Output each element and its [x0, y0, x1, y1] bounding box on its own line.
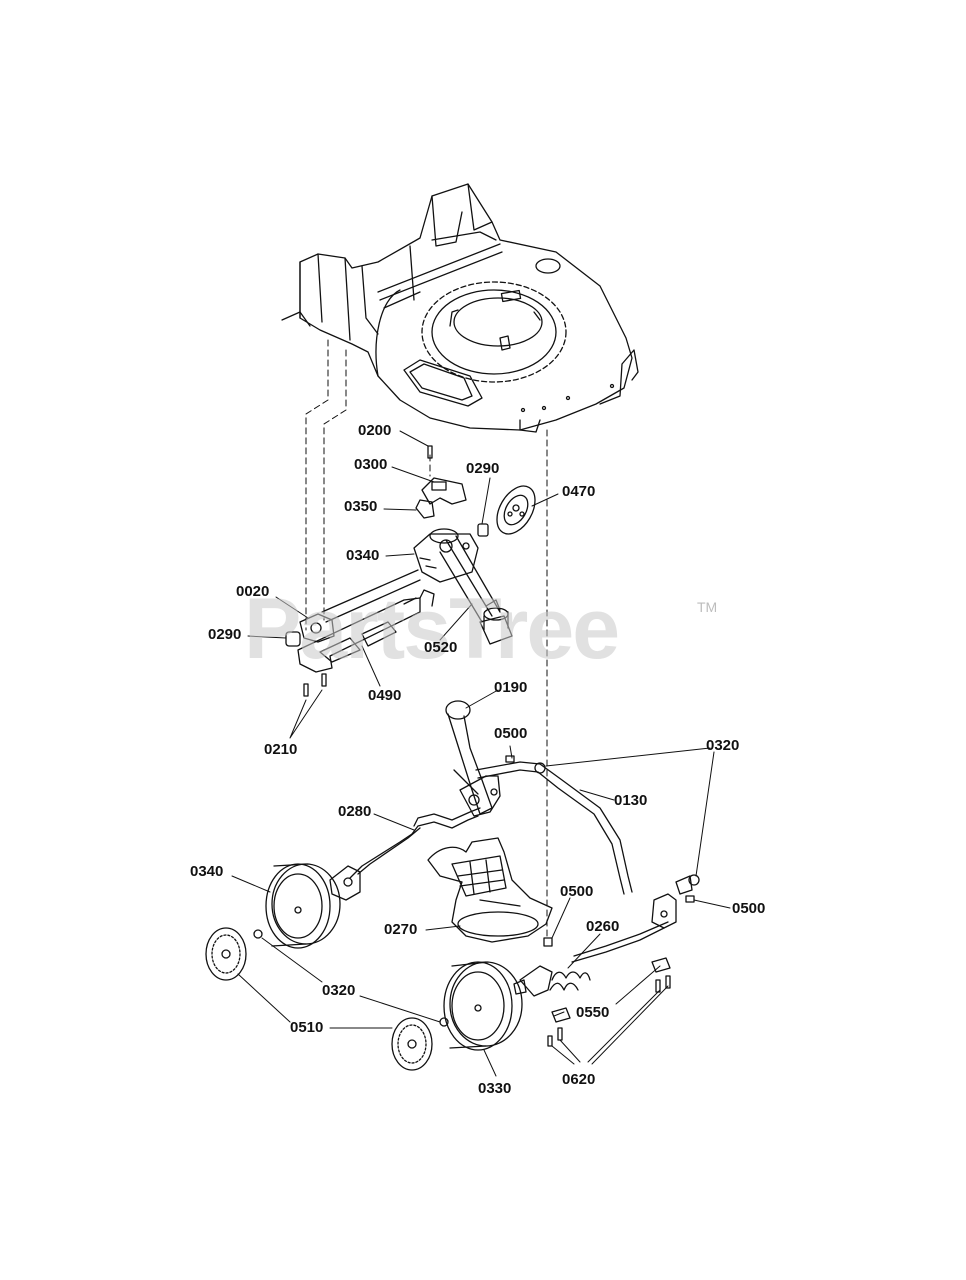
hubcaps [205, 927, 433, 1071]
callout-0320-top: 0320 [706, 737, 740, 754]
callout-0470: 0470 [562, 483, 596, 500]
callout-0210: 0210 [264, 741, 298, 758]
callout-0020: 0020 [236, 583, 270, 600]
drive-assembly [285, 445, 536, 697]
callout-0340-top: 0340 [346, 547, 380, 564]
callout-0320-bottom: 0320 [322, 982, 356, 999]
callout-0500-middle: 0500 [560, 883, 594, 900]
callout-0520: 0520 [424, 639, 458, 656]
callout-0130: 0130 [614, 792, 648, 809]
trademark-symbol: TM [697, 599, 718, 615]
callout-0290-top: 0290 [466, 460, 500, 477]
callout-0330: 0330 [478, 1080, 512, 1097]
rear-wheel [265, 863, 341, 949]
callout-0260: 0260 [586, 918, 620, 935]
height-adjust-lever [329, 700, 633, 901]
alignment-lines [305, 339, 548, 941]
mower-deck [281, 183, 639, 433]
partstree-watermark: PartsTree [244, 581, 620, 677]
callout-0340-wheel: 0340 [190, 863, 224, 880]
callout-0510: 0510 [290, 1019, 324, 1036]
callout-0200: 0200 [358, 422, 392, 439]
callout-0190: 0190 [494, 679, 528, 696]
front-wheel [443, 961, 523, 1051]
callout-0500-right: 0500 [732, 900, 766, 917]
leader-lines [231, 430, 731, 1077]
callout-0620: 0620 [562, 1071, 596, 1088]
callout-0290-left: 0290 [208, 626, 242, 643]
callout-0270: 0270 [384, 921, 418, 938]
callout-0280: 0280 [338, 803, 372, 820]
callout-0300: 0300 [354, 456, 388, 473]
callout-0550: 0550 [576, 1004, 610, 1021]
rear-deflector [427, 837, 553, 943]
callout-0500-top: 0500 [494, 725, 528, 742]
callout-0490: 0490 [368, 687, 402, 704]
right-linkage [513, 874, 700, 1047]
callout-0350: 0350 [344, 498, 378, 515]
